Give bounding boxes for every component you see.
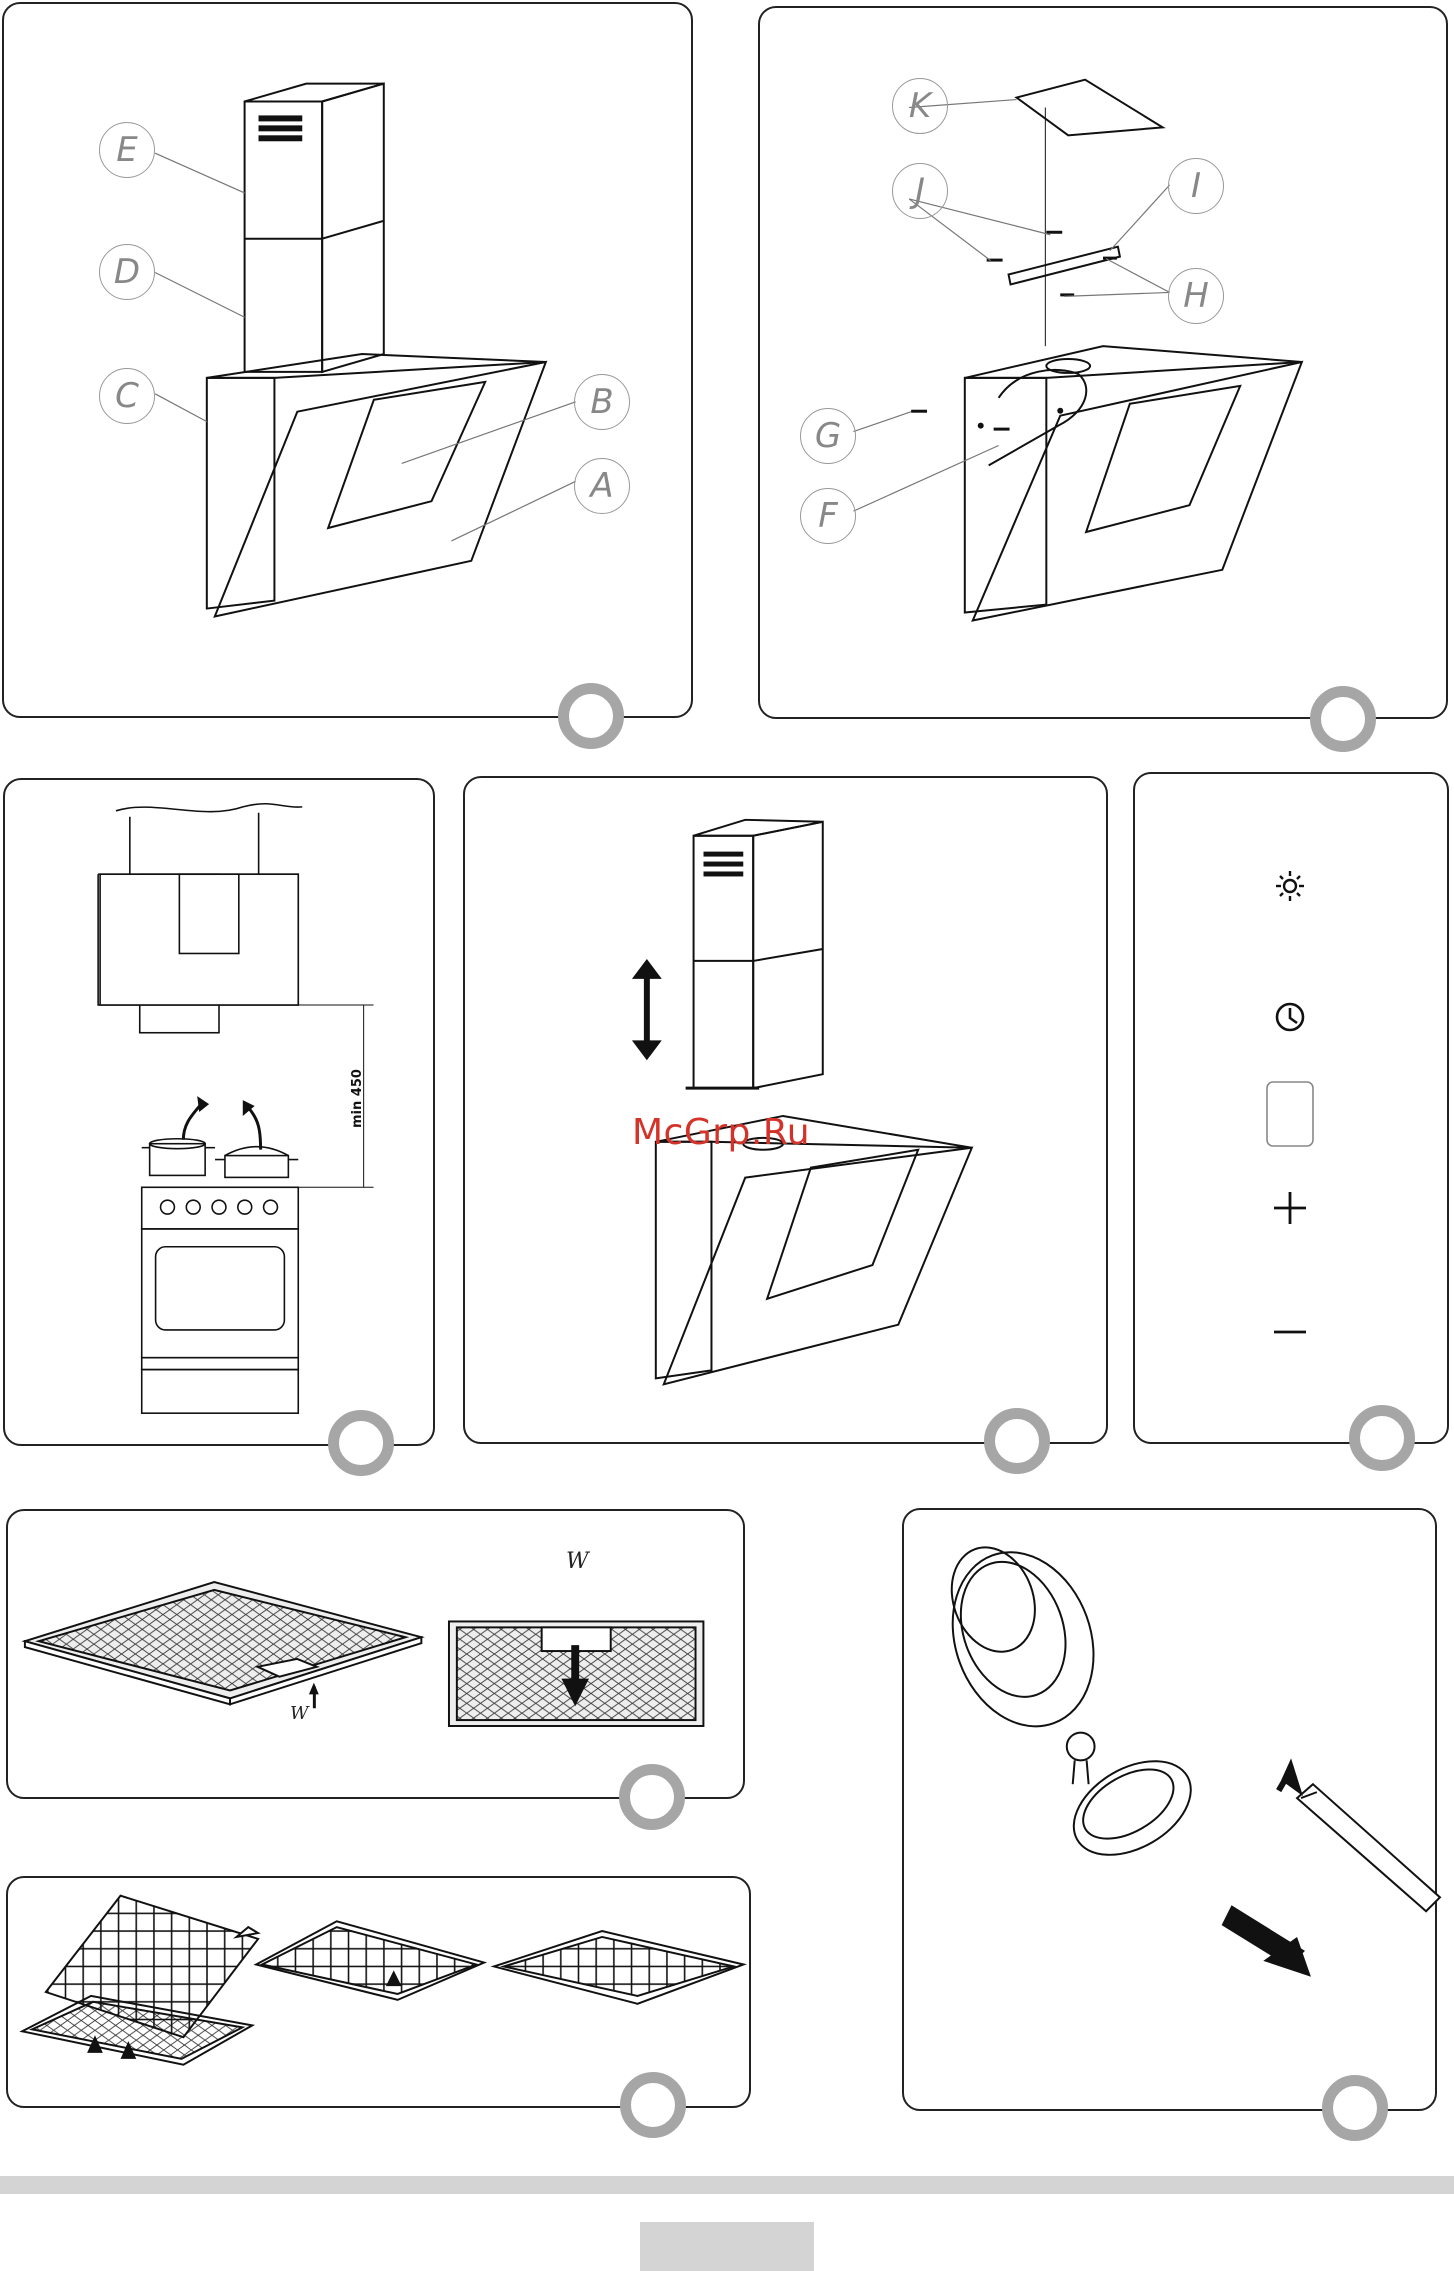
carbon-filter-drawing [8, 1878, 749, 2106]
chimney-adjust-drawing [465, 778, 1106, 1442]
display-window-glyph [1265, 1080, 1315, 1148]
watermark: McGrp.Ru [632, 1112, 810, 1153]
w-label-bottom: W [290, 1703, 309, 1724]
figure-2-panel: K J I H G F [758, 6, 1448, 719]
part-label-a: A [574, 458, 630, 514]
step-circle-3 [328, 1410, 394, 1476]
figure-6-panel: W W [6, 1509, 745, 1799]
part-label-k: K [892, 78, 948, 134]
step-circle-5 [1349, 1405, 1415, 1471]
part-label-e: E [99, 122, 155, 178]
plus-icon-glyph [1272, 1190, 1308, 1226]
figure-7-panel [902, 1508, 1437, 2111]
step-circle-2 [1310, 686, 1376, 752]
clock-icon[interactable] [1230, 1000, 1350, 1038]
page-number-box [640, 2222, 814, 2271]
part-label-f: F [800, 488, 856, 544]
part-label-d: D [99, 244, 155, 300]
mounting-drawing [760, 8, 1446, 717]
footer-bar [0, 2176, 1454, 2194]
part-label-i: I [1168, 158, 1224, 214]
clock-icon-glyph [1273, 1000, 1307, 1034]
step-circle-7 [1322, 2075, 1388, 2141]
lamp-replacement-drawing [904, 1510, 1435, 2109]
part-label-c: C [99, 368, 155, 424]
figure-3-panel: min 450 [3, 778, 435, 1446]
minus-icon-glyph [1272, 1322, 1308, 1342]
w-label-top: W [566, 1549, 589, 1574]
part-label-j: J [892, 163, 948, 219]
plus-icon[interactable] [1230, 1190, 1350, 1230]
light-icon[interactable] [1230, 868, 1350, 906]
step-circle-6 [619, 1764, 685, 1830]
hood-parts-drawing [4, 4, 691, 716]
part-label-b: B [574, 374, 630, 430]
light-icon-glyph [1273, 868, 1307, 902]
grease-filter-drawing [8, 1511, 743, 1797]
minus-icon[interactable] [1230, 1322, 1350, 1346]
part-label-g: G [800, 408, 856, 464]
clearance-label: min 450 [350, 1069, 365, 1128]
clearance-drawing [5, 780, 433, 1444]
part-label-h: H [1168, 268, 1224, 324]
figure-1-panel: E D C B A [2, 2, 693, 718]
step-circle-4 [984, 1408, 1050, 1474]
step-circle-1 [558, 683, 624, 749]
figure-4-panel [463, 776, 1108, 1444]
step-circle-8 [620, 2072, 686, 2138]
display-window [1230, 1080, 1350, 1152]
figure-8-panel [6, 1876, 751, 2108]
